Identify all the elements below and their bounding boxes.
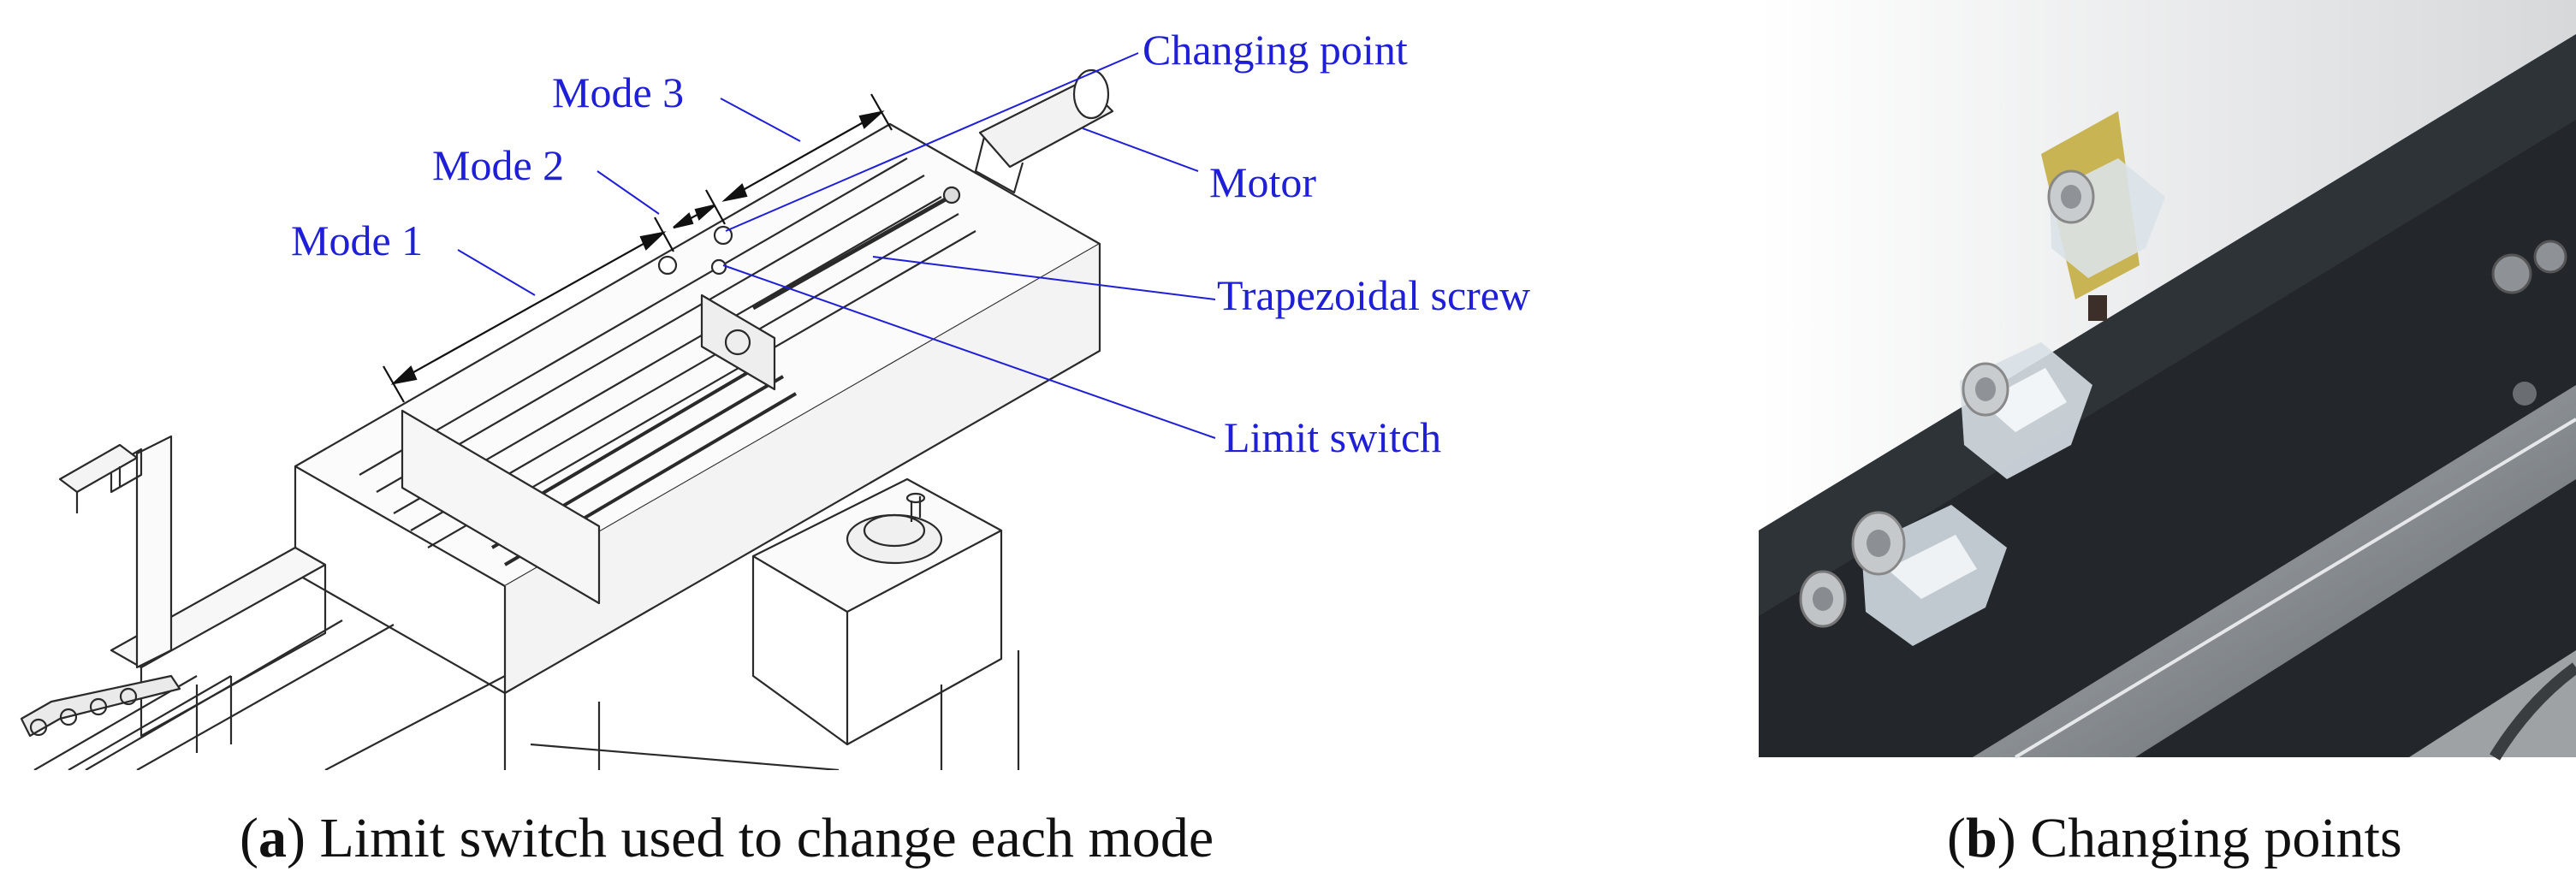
handwheel xyxy=(846,513,943,565)
technical-drawing: Mode 1 Mode 2 Mode 3 Changing point Moto… xyxy=(20,26,1530,770)
mode1-dimension xyxy=(393,232,664,384)
side-plate xyxy=(1759,34,2576,616)
mode3-leader xyxy=(720,98,801,142)
changing-point-block xyxy=(2047,158,2165,278)
changing-points-photo xyxy=(1759,0,2576,761)
changing-point-block xyxy=(1960,342,2092,479)
changing-point-block xyxy=(1799,570,1847,628)
changing-point-block xyxy=(1851,505,2007,646)
trapezoidal-screw-label: Trapezoidal screw xyxy=(1217,271,1530,319)
mode2-label: Mode 2 xyxy=(432,141,564,189)
caption-a-letter: a xyxy=(258,807,287,869)
cross-plate xyxy=(401,409,601,605)
changing-point-bump xyxy=(657,255,678,276)
caption-b-text: Changing points xyxy=(2030,807,2402,869)
mode1-leader xyxy=(457,249,536,296)
left-tower xyxy=(135,435,173,669)
motor-leader xyxy=(1082,127,1199,172)
mode3-label: Mode 3 xyxy=(552,68,684,116)
caption-a-text: Limit switch used to change each mode xyxy=(319,807,1214,869)
end-bracket xyxy=(700,293,776,391)
limit-switch-label: Limit switch xyxy=(1224,413,1441,461)
mode1-label: Mode 1 xyxy=(291,216,423,264)
mode3-dimension xyxy=(724,111,882,201)
inner-rail xyxy=(359,157,908,476)
caption-b-letter: b xyxy=(1965,807,1997,869)
trapezoidal-screw-drawing xyxy=(751,194,952,311)
mode2-leader xyxy=(597,170,660,215)
caption-b: (b) Changing points xyxy=(1947,807,2402,869)
changing-point-leader xyxy=(725,52,1139,232)
changing-point-label: Changing point xyxy=(1143,26,1408,74)
limit-switch-leader xyxy=(722,264,1216,439)
caption-a: (a) Limit switch used to change each mod… xyxy=(240,807,1214,869)
aluminium-rail xyxy=(1973,385,2576,757)
limit-switch-bump xyxy=(710,258,727,276)
gripper-chain xyxy=(20,674,181,738)
motor-label: Motor xyxy=(1209,158,1316,206)
trapezoidal-screw-leader xyxy=(872,256,1216,300)
